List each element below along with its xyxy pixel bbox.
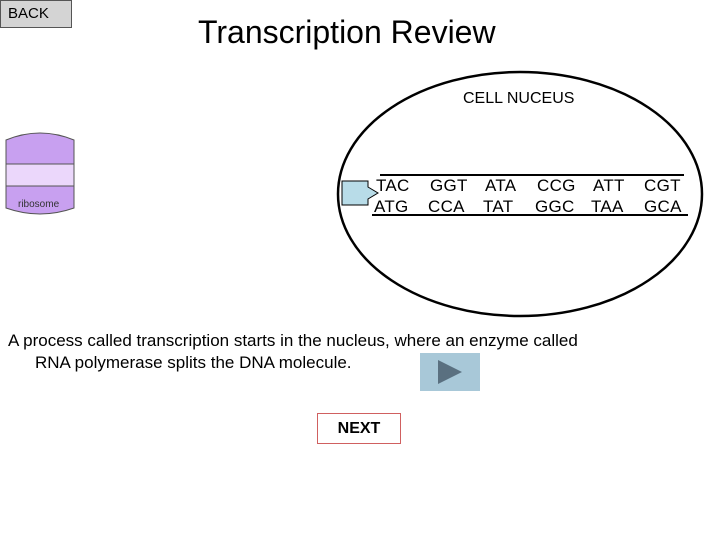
- nucleus-label: CELL NUCEUS: [463, 90, 574, 108]
- description-text: A process called transcription starts in…: [8, 330, 708, 374]
- description-line-2: RNA polymerase splits the DNA molecule.: [8, 352, 708, 374]
- codon: TAA: [591, 197, 624, 217]
- codon: TAT: [483, 197, 513, 217]
- codon: CGT: [644, 176, 681, 196]
- codon: GGC: [535, 197, 575, 217]
- codon: GCA: [644, 197, 682, 217]
- codon: GGT: [430, 176, 468, 196]
- codon: ATA: [485, 176, 516, 196]
- codon: ATG: [374, 197, 409, 217]
- play-icon: [438, 360, 462, 384]
- codon: ATT: [593, 176, 625, 196]
- cell-nucleus-diagram: [0, 0, 720, 330]
- description-line-1: A process called transcription starts in…: [8, 331, 578, 350]
- ribosome-label: ribosome: [18, 199, 59, 210]
- codon: CCG: [537, 176, 576, 196]
- rna-polymerase-enzyme: [342, 181, 378, 205]
- next-button[interactable]: NEXT: [317, 413, 401, 444]
- codon: CCA: [428, 197, 465, 217]
- play-button[interactable]: [420, 353, 480, 391]
- codon: TAC: [376, 176, 410, 196]
